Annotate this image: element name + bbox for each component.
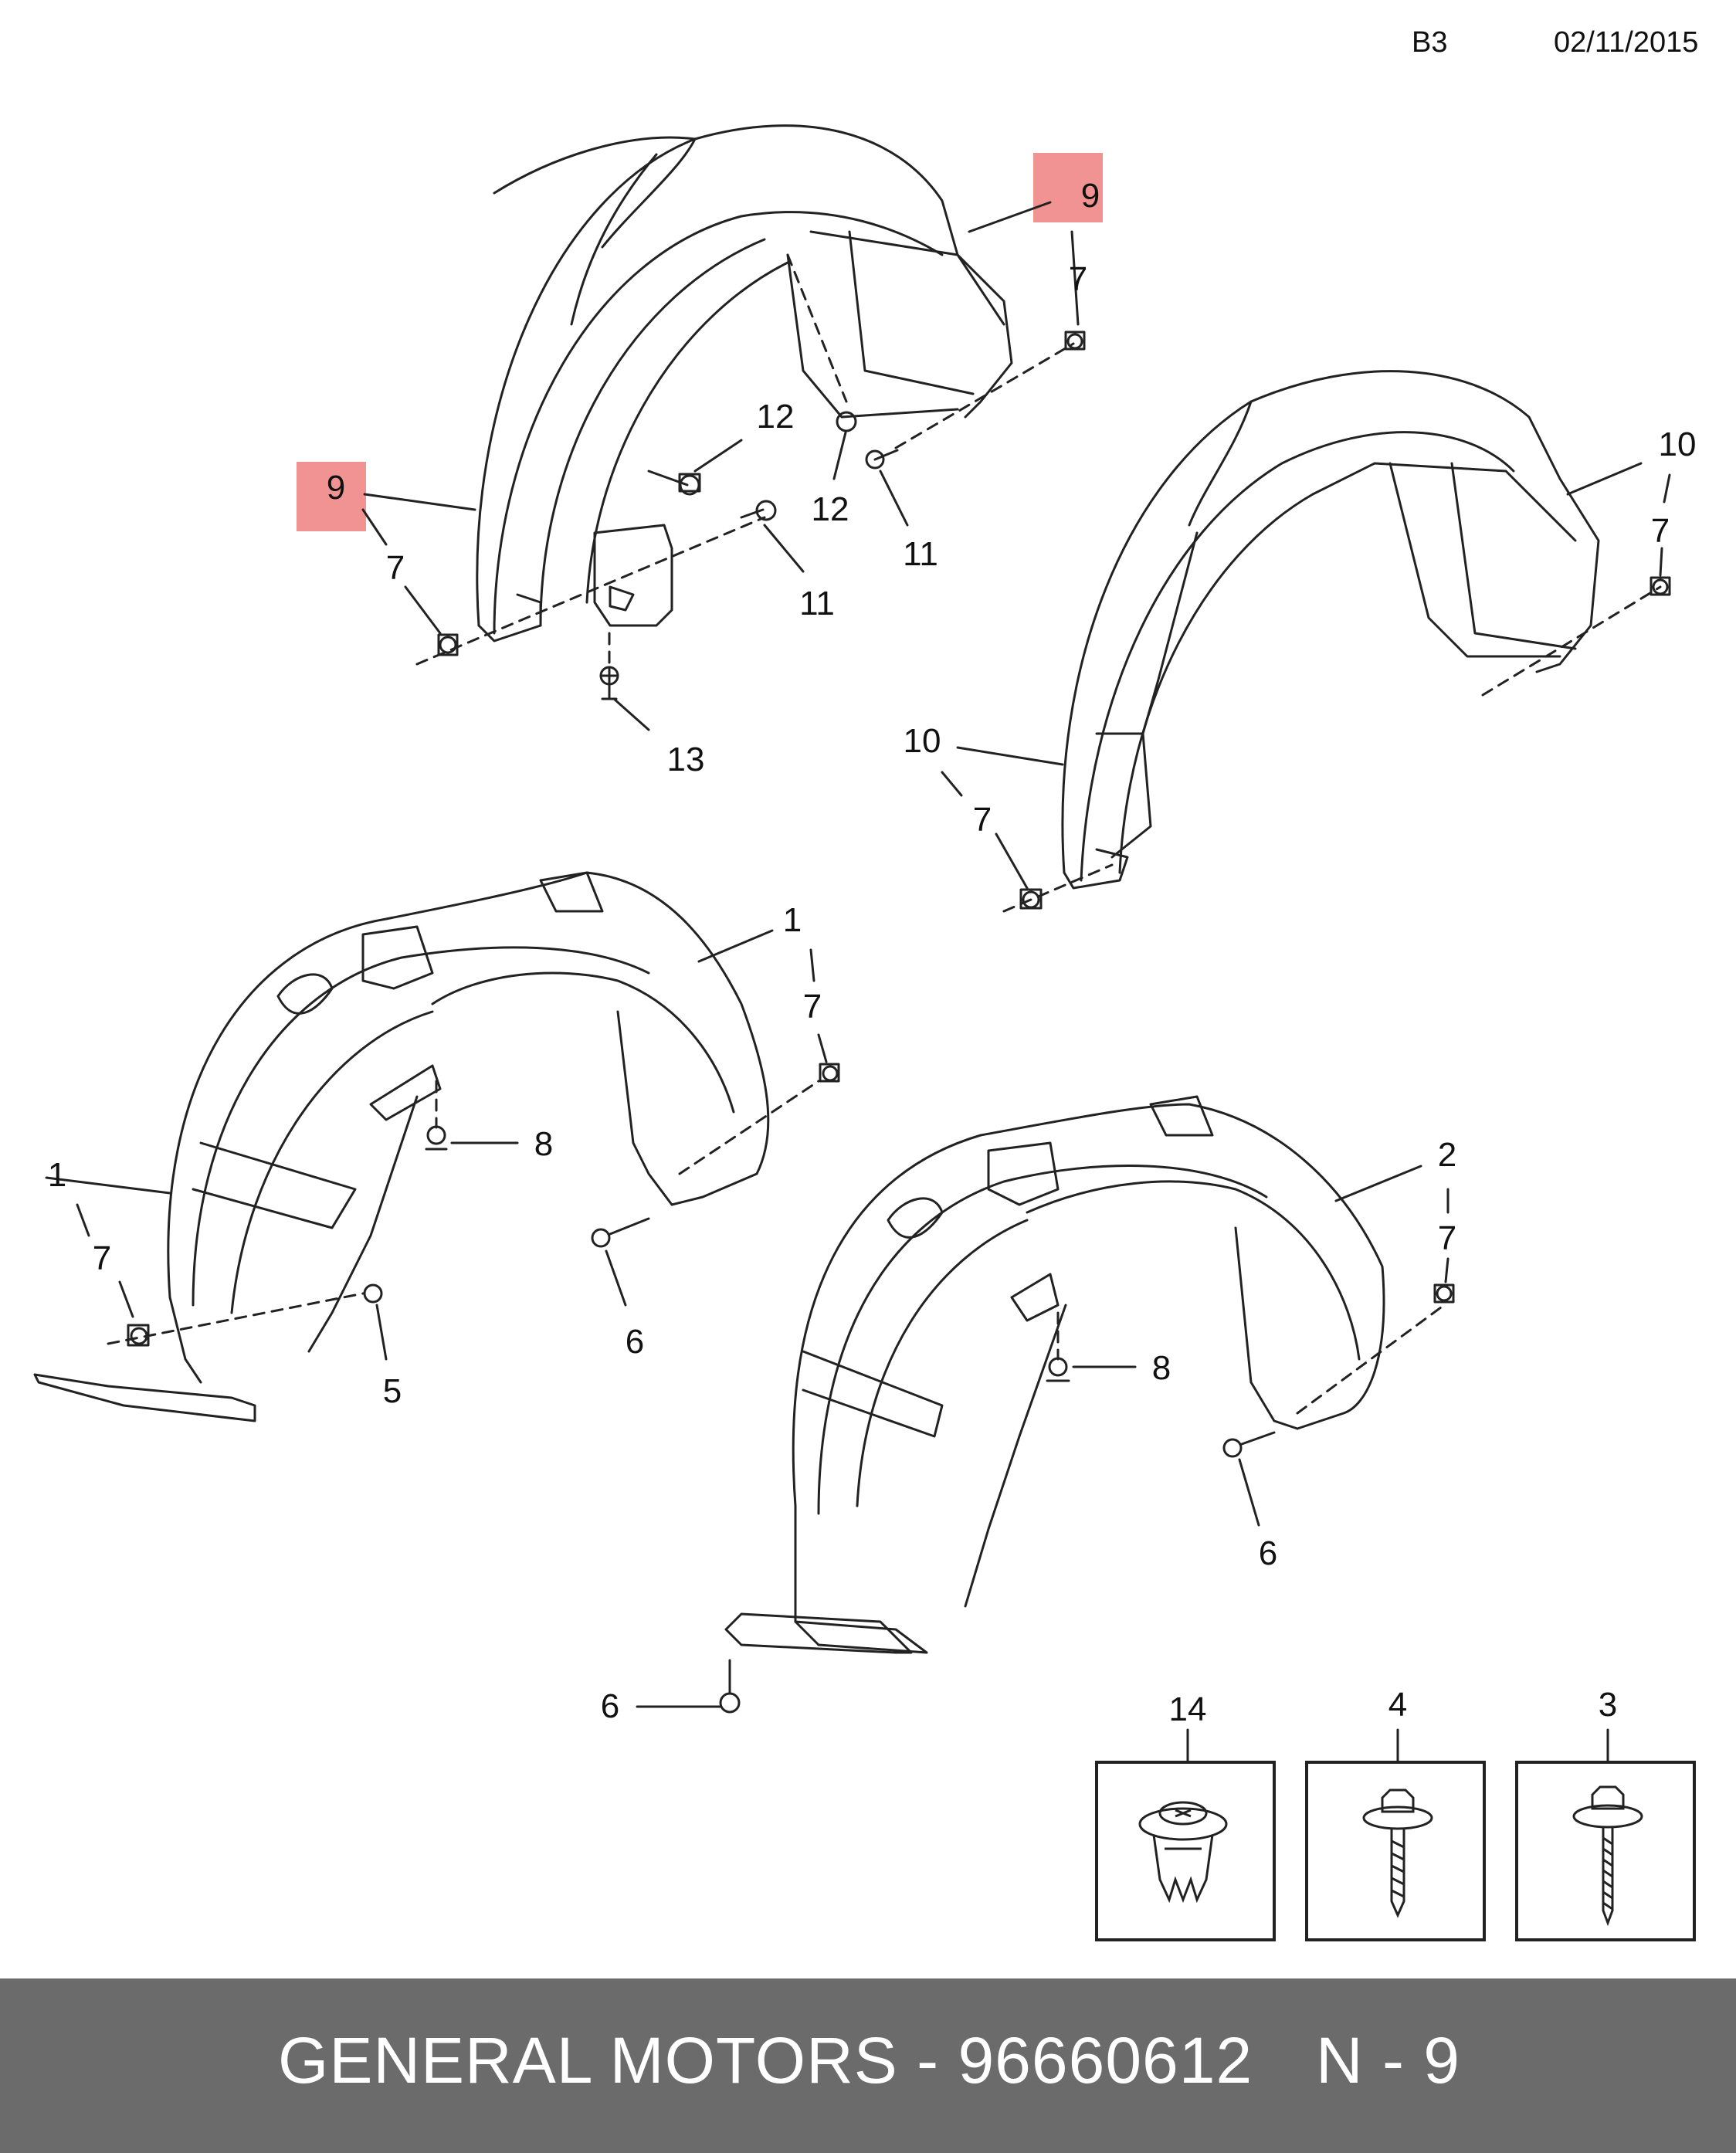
callout-label: 10 xyxy=(1658,426,1697,463)
parts-diagram xyxy=(33,124,1671,1762)
callout-label: 7 xyxy=(1650,512,1670,550)
screw-icon xyxy=(1572,1785,1643,1927)
callout-label: 6 xyxy=(625,1323,645,1361)
highlight-box xyxy=(297,462,366,531)
callout-label: 11 xyxy=(799,585,835,622)
callout-label: 13 xyxy=(666,741,705,778)
callout-label: 6 xyxy=(1258,1534,1278,1572)
callout-label: 7 xyxy=(972,801,992,839)
callout-label: 7 xyxy=(92,1239,112,1277)
wheel-liner-2 xyxy=(724,1095,1385,1654)
callout-label: 5 xyxy=(382,1372,402,1410)
callout-label: 8 xyxy=(1151,1349,1171,1387)
callout-label: 9 xyxy=(326,469,346,507)
wheel-liner-1 xyxy=(33,871,770,1422)
footer-bar: GENERAL MOTORS - 96660612 N - 9 xyxy=(0,1978,1736,2153)
callout-label: 12 xyxy=(811,490,849,528)
wheel-liner-9 xyxy=(476,124,1013,643)
clip-set-lower-right xyxy=(719,1283,1455,1714)
callout-label: 3 xyxy=(1598,1686,1618,1724)
diagram-code: B3 xyxy=(1412,26,1448,59)
callout-label: 6 xyxy=(600,1687,620,1725)
clip-set-top-right xyxy=(1019,576,1671,910)
callout-label: 8 xyxy=(534,1125,554,1163)
page-reference: N - 9 xyxy=(1316,2024,1461,2097)
callout-label: 9 xyxy=(1080,177,1100,215)
part-number-title: GENERAL MOTORS - 96660612 xyxy=(278,2024,1253,2097)
leader-solid-top-left xyxy=(361,201,1080,731)
callout-label: 1 xyxy=(47,1156,67,1194)
callout-label: 2 xyxy=(1437,1136,1457,1174)
clip-set-top-left xyxy=(437,331,1086,700)
callout-label: 12 xyxy=(756,398,795,436)
callout-label: 7 xyxy=(802,988,822,1026)
callout-label: 1 xyxy=(782,901,802,939)
highlight-box xyxy=(1033,153,1103,222)
callout-label: 7 xyxy=(1068,260,1088,298)
callout-label: 7 xyxy=(385,549,405,587)
callout-label: 11 xyxy=(903,535,938,573)
screw-icon xyxy=(1362,1789,1433,1918)
callout-label: 4 xyxy=(1388,1686,1408,1724)
leader-lines-top-left xyxy=(415,253,1075,666)
callout-label: 7 xyxy=(1437,1219,1457,1257)
legend-box-screw-washer xyxy=(1305,1761,1486,1941)
mud-flap-bracket xyxy=(593,524,673,627)
callout-label: 14 xyxy=(1168,1690,1207,1728)
wheel-liner-10 xyxy=(1061,370,1600,890)
legend-box-screw-long xyxy=(1515,1761,1696,1941)
diagram-date: 02/11/2015 xyxy=(1554,26,1699,59)
callout-label: 10 xyxy=(903,722,941,760)
push-clip-icon xyxy=(1138,1801,1228,1904)
legend-box-push-clip xyxy=(1095,1761,1276,1941)
